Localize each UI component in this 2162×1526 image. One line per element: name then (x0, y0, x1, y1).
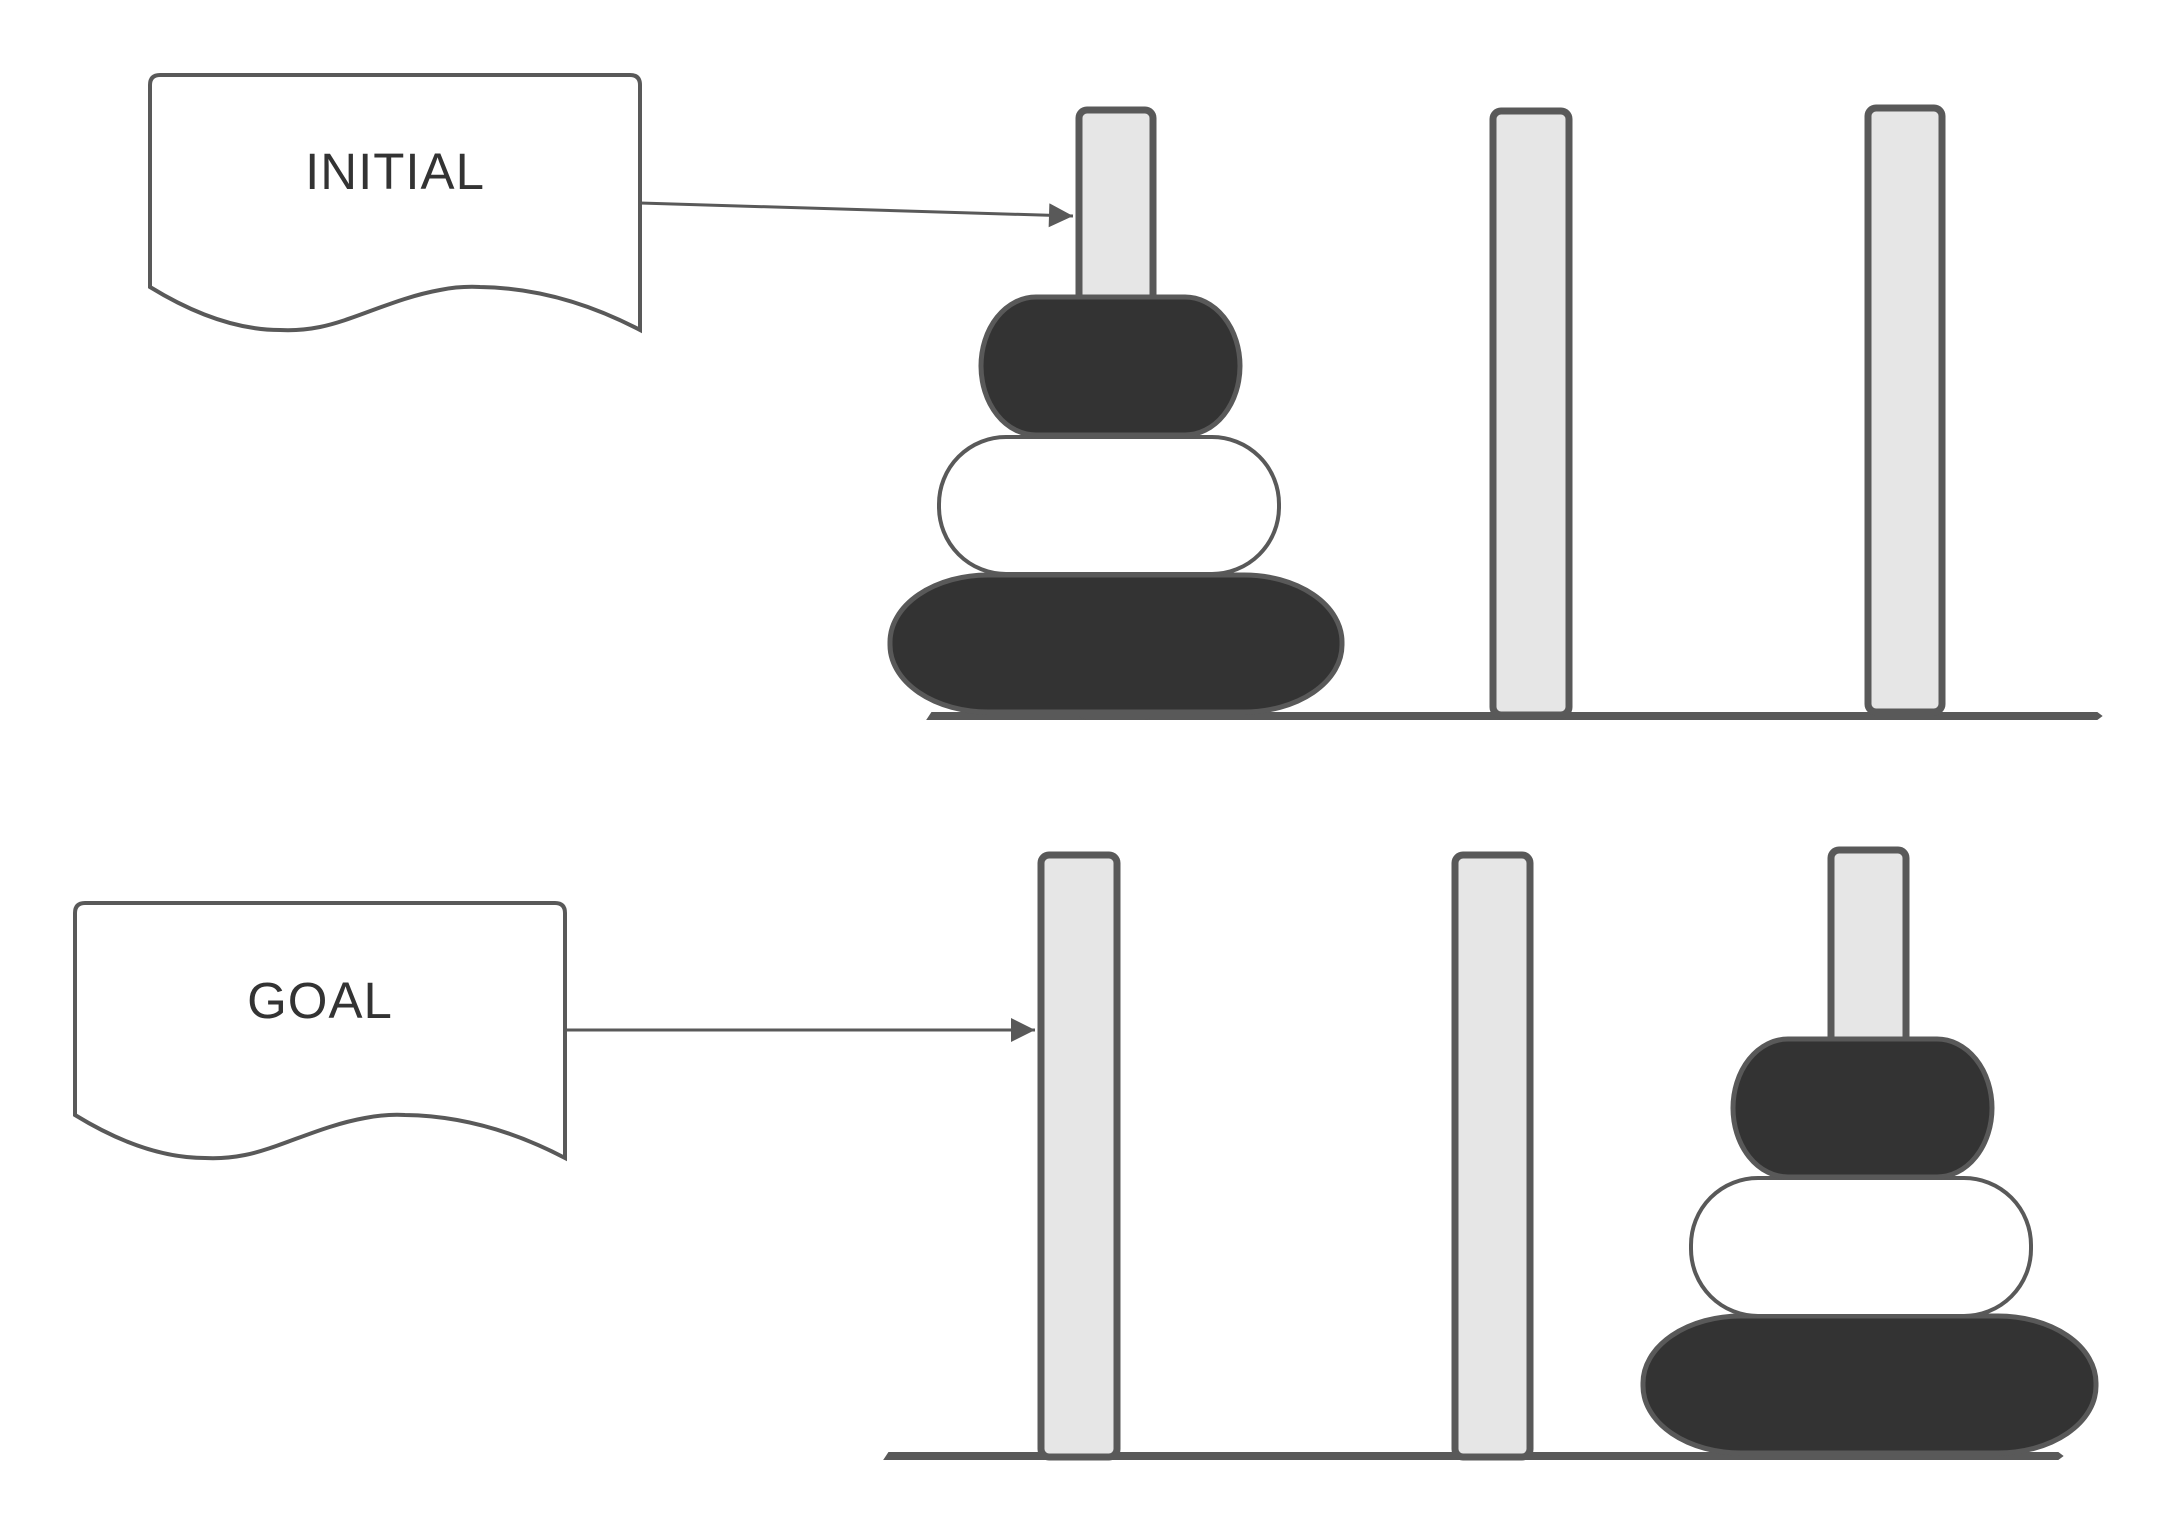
goal-peg-2 (1451, 851, 1534, 1461)
goal-label-box: GOAL (73, 901, 567, 1162)
initial-document-shape (148, 73, 642, 334)
initial-panel: INITIAL (148, 73, 2103, 720)
initial-peg-3 (1864, 104, 1946, 716)
goal-disk-large-dark (1640, 1313, 2099, 1456)
initial-peg-2 (1489, 107, 1573, 719)
goal-panel: GOAL (73, 846, 2099, 1461)
goal-document-shape (73, 901, 567, 1162)
initial-disk-small-dark (978, 294, 1243, 438)
initial-label-box: INITIAL (148, 73, 642, 334)
initial-pointer-arrow (639, 201, 1074, 228)
goal-peg-1 (1037, 851, 1121, 1461)
initial-label: INITIAL (305, 143, 485, 200)
initial-disk-medium-light (937, 435, 1281, 576)
goal-label: GOAL (247, 972, 393, 1029)
goal-disk-medium-light (1689, 1176, 2033, 1318)
initial-disk-large-dark (887, 572, 1345, 715)
goal-disk-small-dark (1730, 1036, 1995, 1180)
